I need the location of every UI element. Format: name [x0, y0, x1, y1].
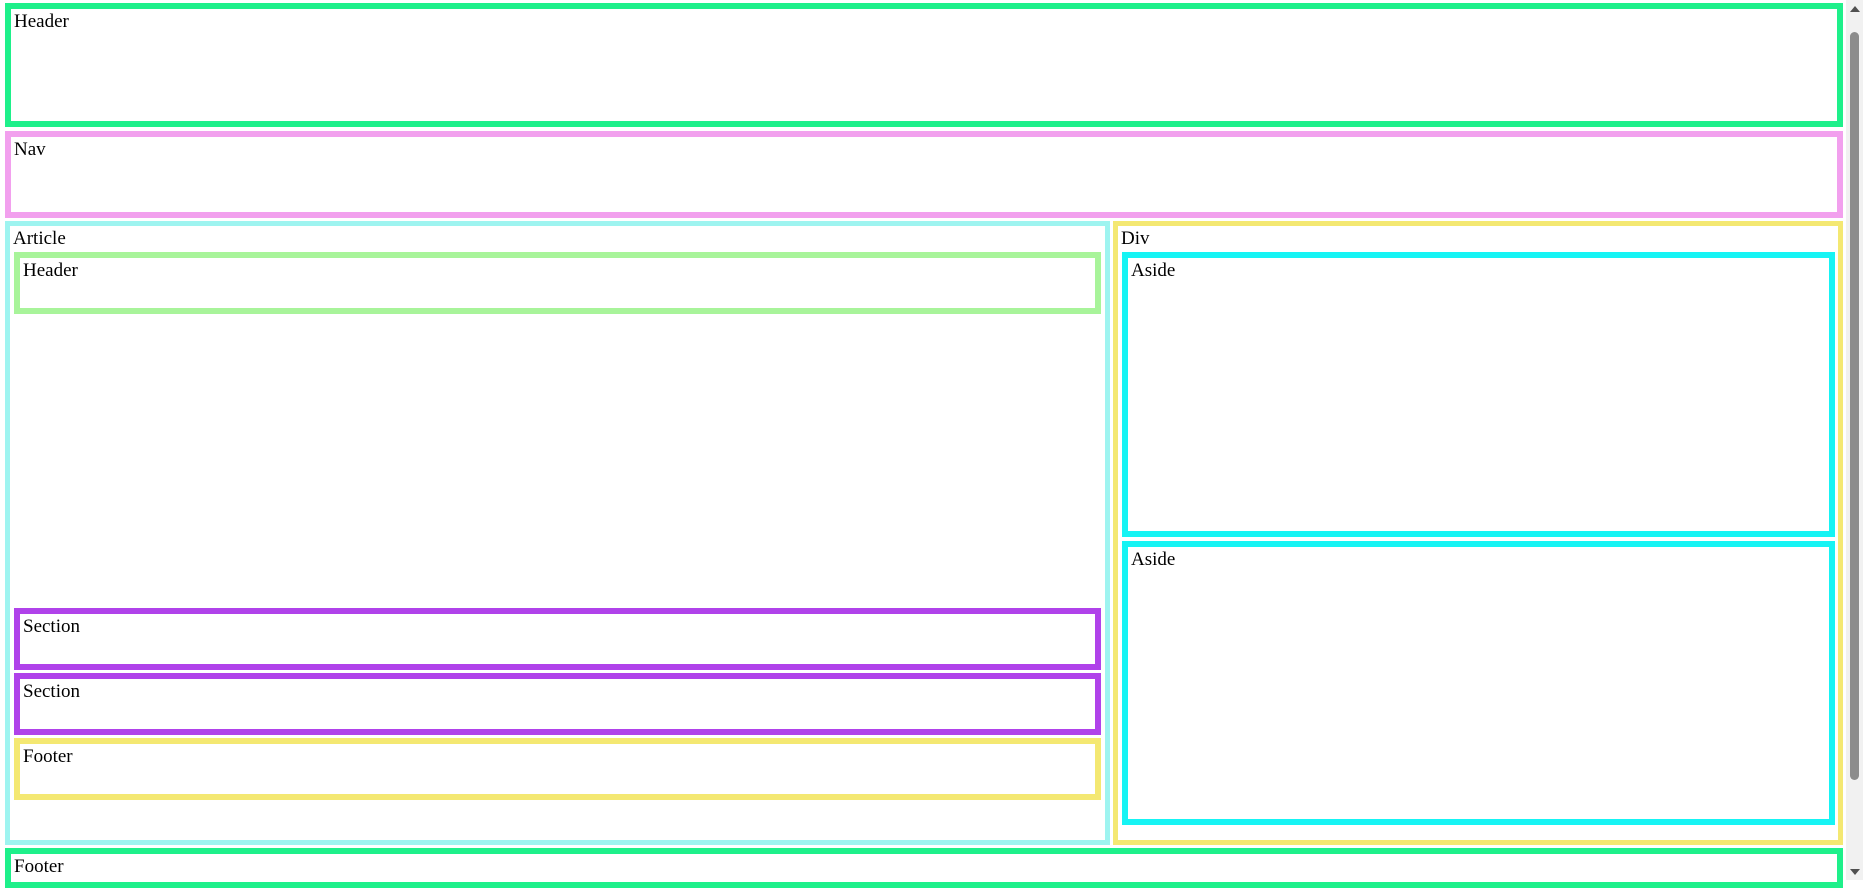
article-section: Section: [14, 673, 1101, 735]
page-header-label: Header: [14, 11, 69, 32]
page-header: Header: [5, 3, 1843, 127]
article-header-label: Header: [23, 260, 78, 281]
article: Article: [5, 221, 1110, 845]
article-section-label: Section: [23, 616, 80, 637]
article-label: Article: [13, 228, 66, 249]
vertical-scrollbar[interactable]: [1846, 0, 1863, 880]
article-footer-label: Footer: [23, 746, 73, 767]
page-footer-label: Footer: [14, 856, 64, 877]
article-header: Header: [14, 252, 1101, 314]
scroll-up-arrow-icon[interactable]: [1846, 0, 1863, 17]
article-footer: Footer: [14, 738, 1101, 800]
nav-label: Nav: [14, 139, 46, 160]
page-footer: Footer: [5, 848, 1843, 888]
div-label: Div: [1121, 228, 1150, 249]
nav-bar: Nav: [5, 131, 1843, 218]
scrollbar-thumb[interactable]: [1850, 32, 1859, 780]
scroll-down-arrow-icon[interactable]: [1846, 863, 1863, 880]
aside: Aside: [1122, 252, 1835, 537]
aside-label: Aside: [1131, 260, 1176, 281]
aside-label: Aside: [1131, 549, 1176, 570]
div-container: Div: [1113, 221, 1843, 845]
article-section: Section: [14, 608, 1101, 670]
aside: Aside: [1122, 541, 1835, 825]
article-section-label: Section: [23, 681, 80, 702]
